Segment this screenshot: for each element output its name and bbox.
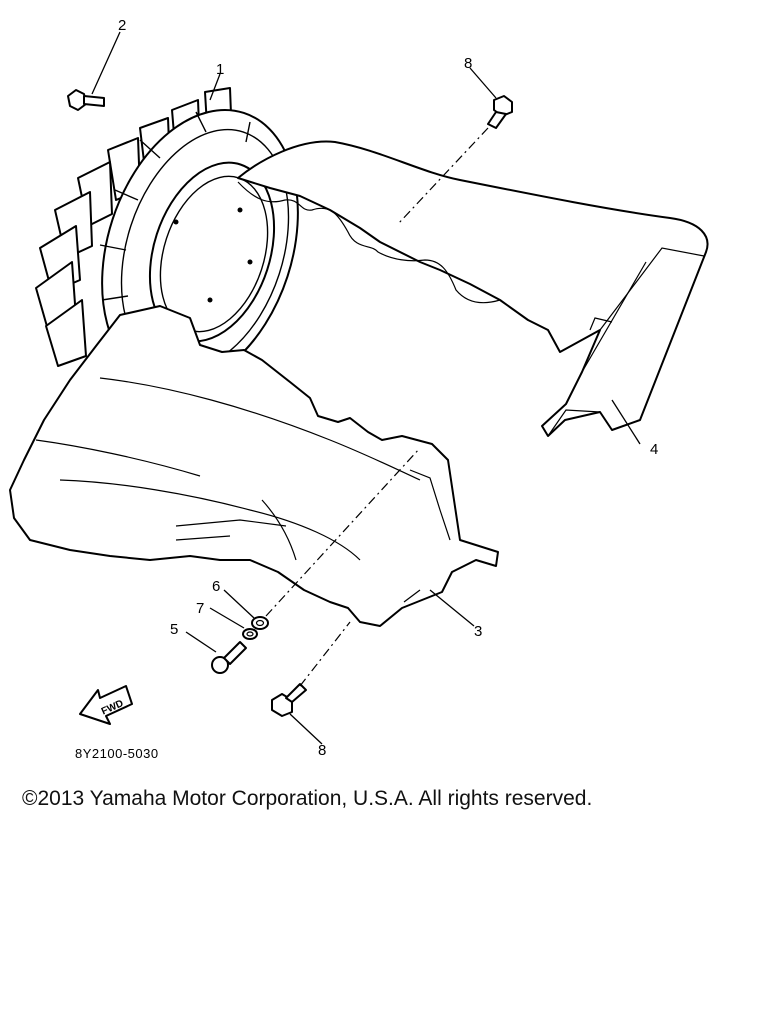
bolt-part-8-lower: [271, 683, 307, 717]
callout-1: 1: [216, 61, 224, 78]
bolt-part-8-upper: [487, 95, 513, 129]
bolt-part-5: [211, 641, 247, 674]
washer-part-7: [242, 628, 258, 640]
washer-part-6: [251, 616, 269, 630]
assembly-lines: [265, 127, 489, 687]
callout-5: 5: [170, 621, 178, 638]
copyright-notice: ©2013 Yamaha Motor Corporation, U.S.A. A…: [22, 787, 593, 810]
fwd-arrow-icon: FWD: [79, 685, 133, 725]
lower-cover-part-3: [9, 305, 499, 627]
callout-4: 4: [650, 441, 658, 458]
callout-6: 6: [212, 578, 220, 595]
callout-2: 2: [118, 17, 126, 34]
callout-7: 7: [196, 600, 204, 617]
callout-8-upper: 8: [464, 55, 472, 72]
exploded-parts-diagram: 2 1 8 4 3 6 7 5 8 FWD: [9, 17, 709, 759]
upper-cover-part-4: [237, 140, 709, 437]
callout-3: 3: [474, 623, 482, 640]
leader-lines: [91, 31, 641, 745]
drawing-code: 8Y2100-5030: [75, 746, 159, 761]
bolt-part-2: [67, 89, 105, 111]
callout-8-lower: 8: [318, 742, 326, 759]
